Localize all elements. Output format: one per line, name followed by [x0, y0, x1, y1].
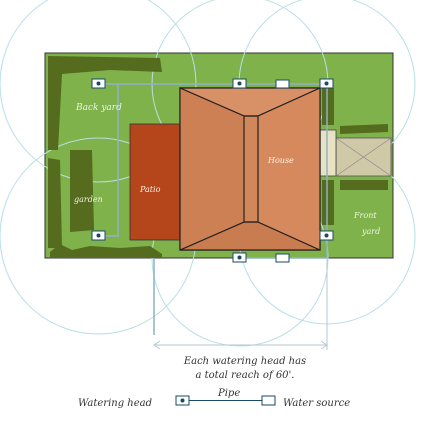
label-garden: garden — [74, 195, 103, 204]
hedge-garden-column — [70, 150, 94, 232]
water-source-icon — [275, 79, 290, 89]
hedge-front-top — [340, 124, 388, 134]
hedge-bottom — [50, 244, 162, 258]
reach-note-line2: a total reach of 60'. — [195, 370, 295, 381]
hedges — [48, 56, 388, 258]
watering-head-icon — [232, 78, 247, 89]
watering-head-icon — [91, 230, 106, 241]
patio-area — [129, 123, 181, 241]
label-front-yard-2: yard — [361, 227, 380, 236]
label-back-yard: Back yard — [75, 103, 122, 113]
legend-watering-head-label: Watering head — [78, 398, 152, 409]
legend-pipe-label: Pipe — [217, 388, 240, 399]
hedge-left-vertical — [48, 158, 62, 248]
label-front-yard-1: Front — [353, 211, 377, 220]
watering-head-icon — [319, 78, 334, 89]
hedge-right-bottom — [322, 180, 334, 225]
hedge-top-left — [48, 56, 162, 150]
legend-water-source-icon — [261, 395, 276, 406]
hedge-right-top — [322, 88, 334, 125]
watering-head-icon — [319, 230, 334, 241]
legend-water-source-label: Water source — [283, 398, 350, 409]
house-roof — [179, 87, 321, 251]
label-house: House — [267, 156, 294, 165]
watering-head-icon — [91, 78, 106, 89]
watering-heads — [91, 78, 334, 263]
hedge-front-bottom — [340, 180, 388, 190]
reach-note-line1: Each watering head has — [183, 356, 307, 367]
water-source-icon — [275, 253, 290, 263]
legend-watering-head-icon — [175, 395, 190, 406]
house-entry — [319, 129, 337, 177]
reach-dimension — [153, 258, 328, 350]
reach-note: Each watering head has a total reach of … — [160, 355, 330, 383]
label-patio: Patio — [139, 185, 161, 194]
legend: Watering head Pipe Water source — [78, 388, 350, 409]
watering-head-icon — [232, 252, 247, 263]
